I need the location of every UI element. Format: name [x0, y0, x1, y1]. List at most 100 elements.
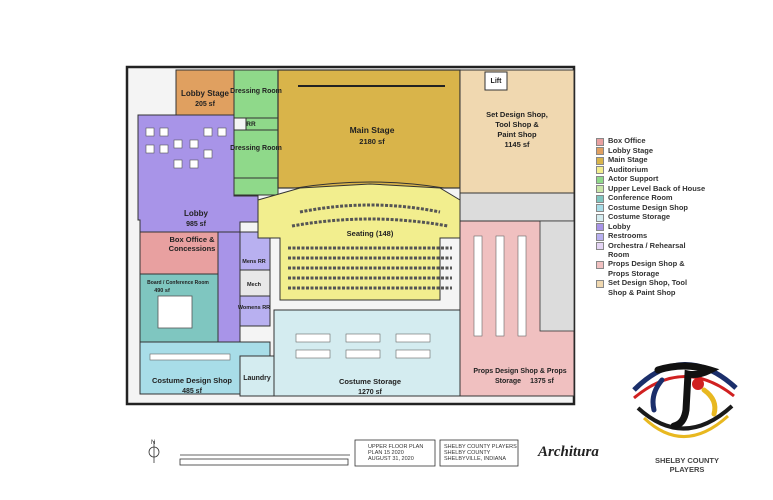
legend-swatch	[596, 156, 604, 165]
dressing-room-1-name: Dressing Room	[230, 88, 282, 95]
costume-design-name: Costume Design Shop	[152, 376, 232, 385]
legend-swatch	[596, 147, 604, 155]
lobby-name: Lobby	[184, 209, 209, 218]
upper-level-boh	[459, 192, 575, 222]
costume-storage-name: Costume Storage	[339, 377, 401, 386]
womens-rr-name: Womens RR	[238, 305, 270, 311]
legend-label: Upper Level Back of House	[608, 183, 706, 193]
set-design-name-1: Set Design Shop,	[486, 110, 548, 119]
logo-line-2: PLAYERS	[669, 465, 705, 474]
womens-rr-room	[239, 295, 271, 327]
costume-storage-area: 1270 sf	[358, 389, 382, 396]
client-line-3: SHELBYVILLE, INDIANA	[444, 456, 507, 462]
legend-item: Set Design Shop, Tool Shop & Paint Shop	[596, 278, 706, 297]
props-name-2: Storage	[495, 378, 521, 385]
legend-label: Orchestra / Rehearsal Room	[608, 240, 686, 259]
lobby-stage-area: 205 sf	[195, 101, 216, 108]
legend-label: Lobby Stage	[608, 145, 654, 155]
firm-logo: Architura	[538, 444, 599, 460]
props-name-1: Props Design Shop & Props	[473, 368, 566, 375]
legend-swatch	[596, 223, 604, 231]
lobby-tables	[145, 127, 227, 169]
mens-rr-name: Mens RR	[242, 259, 266, 265]
legend-label: Box Office	[608, 136, 646, 145]
box-office-room	[139, 231, 219, 275]
legend-swatch	[596, 232, 604, 241]
lobby-stage-room	[175, 69, 235, 116]
legend-item: Restrooms	[596, 231, 706, 241]
sheet-title-block: UPPER FLOOR PLAN PLAN 15 2020 AUGUST 31,…	[368, 444, 423, 462]
lobby-stage-name: Lobby Stage	[181, 89, 230, 98]
legend-label: Lobby	[608, 221, 631, 231]
sheet-line-3: AUGUST 31, 2020	[368, 456, 414, 462]
laundry-room	[239, 355, 275, 397]
legend-swatch	[596, 185, 604, 193]
legend-swatch	[596, 137, 604, 146]
legend-item: Orchestra / Rehearsal Room	[596, 241, 706, 260]
legend-label: Costume Storage	[608, 212, 671, 221]
set-design-name-2: Tool Shop &	[495, 120, 539, 129]
props-area: 1375 sf	[530, 378, 554, 385]
costume-design-area: 485 sf	[182, 388, 203, 395]
seating-rows	[288, 203, 452, 290]
lobby-room	[137, 114, 259, 233]
seating-room	[257, 183, 461, 301]
legend-item: Costume Storage	[596, 212, 706, 222]
legend-swatch	[596, 213, 604, 222]
props-racks	[473, 235, 527, 337]
legend-swatch	[596, 242, 604, 250]
board-room-name: Board / Conference Room	[147, 280, 209, 286]
board-room-area: 490 sf	[154, 288, 170, 294]
legend-swatch	[596, 166, 604, 174]
mech-room	[239, 269, 271, 297]
legend-item: Costume Design Shop	[596, 203, 706, 212]
sheet-line-1: UPPER FLOOR PLAN	[368, 444, 424, 450]
client-line-1: SHELBY COUNTY PLAYERS	[444, 444, 517, 450]
title-block-graphics	[148, 439, 519, 467]
set-design-room	[459, 69, 575, 194]
legend-label: Props Design Shop & Props Storage	[608, 259, 685, 278]
legend-item: Conference Room	[596, 193, 706, 203]
legend-label: Set Design Shop, Tool Shop & Paint Shop	[608, 278, 688, 297]
legend-item: Actor Support	[596, 174, 706, 184]
legend-label: Actor Support	[608, 174, 659, 183]
legend-item: Main Stage	[596, 155, 706, 165]
stage-apron	[295, 181, 445, 189]
seating-name: Seating (148)	[347, 229, 394, 238]
logo-line-1: SHELBY COUNTY	[654, 456, 720, 465]
legend-swatch	[596, 194, 604, 203]
north-label: N	[151, 440, 155, 446]
legend-label: Restrooms	[608, 231, 648, 240]
mech-name: Mech	[247, 282, 262, 288]
legend-item: Auditorium	[596, 164, 706, 174]
actor-support-small	[233, 177, 279, 196]
rr-name: RR	[246, 121, 256, 128]
legend-swatch	[596, 279, 604, 288]
main-stage-area: 2180 sf	[359, 137, 385, 146]
storage-racks	[149, 333, 431, 361]
sheet-line-2: PLAN 15 2020	[368, 450, 404, 456]
legend-item: Props Design Shop & Props Storage	[596, 259, 706, 278]
legend-item: Lobby	[596, 221, 706, 231]
legend-item: Upper Level Back of House	[596, 183, 706, 193]
legend-item: Box Office	[596, 136, 706, 146]
legend-swatch	[596, 260, 604, 269]
lobby-area: 985 sf	[186, 221, 207, 228]
legend-label: Main Stage	[608, 155, 648, 164]
client-line-2: SHELBY COUNTY	[444, 450, 491, 456]
legend-item: Lobby Stage	[596, 145, 706, 155]
legend-swatch	[596, 204, 604, 212]
lift-room	[484, 71, 508, 91]
legend-label: Conference Room	[608, 193, 673, 202]
lobby-lower	[217, 231, 241, 343]
legend-swatch	[596, 175, 604, 184]
dressing-room-2-name: Dressing Room	[230, 145, 282, 152]
lift-name: Lift	[491, 78, 503, 85]
legend-label: Auditorium	[608, 164, 648, 174]
conference-table	[157, 295, 193, 329]
laundry-name: Laundry	[243, 375, 271, 382]
main-stage-room	[277, 69, 461, 189]
dressing-room-2	[233, 129, 279, 179]
